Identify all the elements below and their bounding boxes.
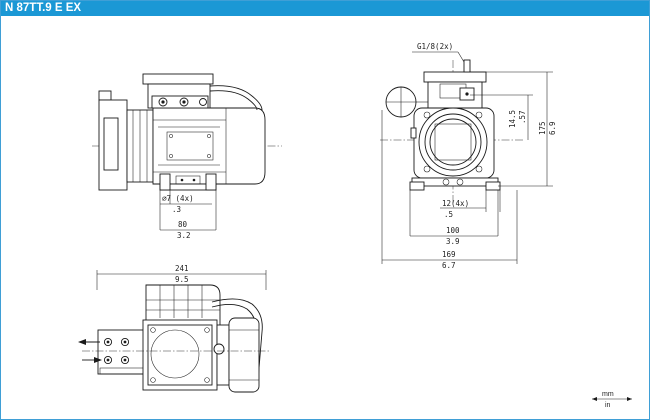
foot-slot-mm: 12(4x) bbox=[442, 199, 469, 208]
title-bar: N 87TT.9 E EX bbox=[1, 1, 649, 16]
total-length-mm: 241 bbox=[175, 264, 189, 273]
hole-dia-in: .3 bbox=[172, 205, 181, 214]
legend-in: in bbox=[605, 402, 611, 409]
base-width-mm: 80 bbox=[178, 220, 188, 229]
front-view bbox=[380, 51, 553, 264]
total-width-mm: 169 bbox=[442, 250, 456, 259]
total-width-in: 6.7 bbox=[442, 261, 456, 270]
base-width-in: 3.2 bbox=[177, 231, 191, 240]
top-view bbox=[78, 270, 270, 393]
offset-mm: 14.5 bbox=[508, 110, 517, 128]
page-title: N 87TT.9 E EX bbox=[5, 2, 82, 14]
legend-mm: mm bbox=[602, 391, 614, 398]
thread-label: G1/8(2x) bbox=[417, 42, 453, 51]
foot-spacing-mm: 100 bbox=[446, 226, 460, 235]
height-in: 6.9 bbox=[548, 121, 557, 135]
foot-spacing-in: 3.9 bbox=[446, 237, 460, 246]
offset-in: .57 bbox=[518, 110, 527, 124]
total-length-in: 9.5 bbox=[175, 275, 189, 284]
foot-slot-in: .5 bbox=[444, 210, 453, 219]
unit-legend bbox=[592, 397, 632, 401]
hole-dia-mm: ⌀7 (4x) bbox=[162, 194, 194, 203]
height-mm: 175 bbox=[538, 121, 547, 135]
side-view bbox=[92, 73, 282, 231]
